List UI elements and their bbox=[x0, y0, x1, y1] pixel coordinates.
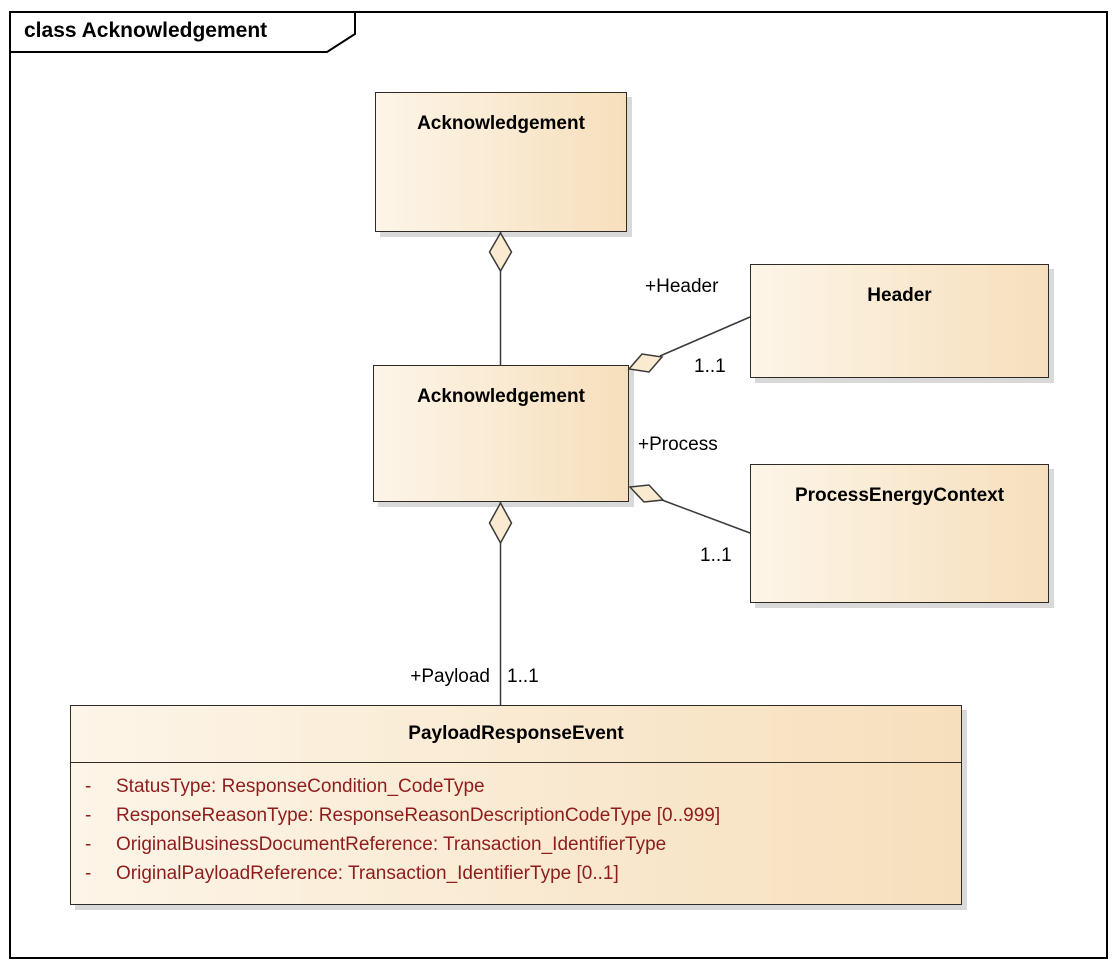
attribute-row: - OriginalBusinessDocumentReference: Tra… bbox=[71, 830, 961, 859]
aggregation-diamond-icon bbox=[628, 484, 665, 503]
attribute-text: ResponseReasonType: ResponseReasonDescri… bbox=[116, 805, 721, 826]
attribute-visibility: - bbox=[85, 863, 92, 884]
class-name: Acknowledgement bbox=[417, 386, 585, 407]
frame-title: class Acknowledgement bbox=[24, 19, 268, 42]
label-payload-role: +Payload bbox=[410, 666, 490, 687]
label-header-multiplicity: 1..1 bbox=[694, 356, 726, 377]
class-box-acknowledgement-mid[interactable]: Acknowledgement bbox=[373, 365, 629, 502]
attribute-text: OriginalPayloadReference: Transaction_Id… bbox=[116, 863, 619, 884]
label-header-role: +Header bbox=[645, 276, 719, 297]
connector-process[interactable] bbox=[661, 499, 751, 534]
aggregation-diamond-icon bbox=[488, 231, 513, 273]
connector-header[interactable] bbox=[659, 316, 751, 357]
attribute-visibility: - bbox=[85, 776, 92, 797]
class-name: Header bbox=[867, 285, 932, 306]
class-box-payload-response-event[interactable]: PayloadResponseEvent - StatusType: Respo… bbox=[70, 705, 962, 905]
attribute-visibility: - bbox=[85, 805, 92, 826]
attribute-row: - OriginalPayloadReference: Transaction_… bbox=[71, 859, 961, 888]
aggregation-diamond-icon bbox=[488, 501, 513, 545]
aggregation-diamond-icon bbox=[627, 353, 664, 373]
attribute-row: - ResponseReasonType: ResponseReasonDesc… bbox=[71, 801, 961, 830]
class-name: PayloadResponseEvent bbox=[71, 706, 961, 763]
class-box-acknowledgement-top[interactable]: Acknowledgement bbox=[375, 92, 627, 232]
class-name: Acknowledgement bbox=[417, 113, 585, 134]
class-box-header[interactable]: Header bbox=[750, 264, 1049, 378]
attribute-text: OriginalBusinessDocumentReference: Trans… bbox=[116, 834, 667, 855]
label-process-role: +Process bbox=[638, 434, 718, 455]
class-box-process-energy-context[interactable]: ProcessEnergyContext bbox=[750, 464, 1049, 603]
attribute-text: StatusType: ResponseCondition_CodeType bbox=[116, 776, 485, 797]
attribute-compartment: - StatusType: ResponseCondition_CodeType… bbox=[71, 763, 961, 888]
label-payload-multiplicity: 1..1 bbox=[507, 666, 539, 687]
class-name: ProcessEnergyContext bbox=[794, 485, 1005, 506]
attribute-visibility: - bbox=[85, 834, 92, 855]
attribute-row: - StatusType: ResponseCondition_CodeType bbox=[71, 772, 961, 801]
label-process-multiplicity: 1..1 bbox=[700, 545, 732, 566]
